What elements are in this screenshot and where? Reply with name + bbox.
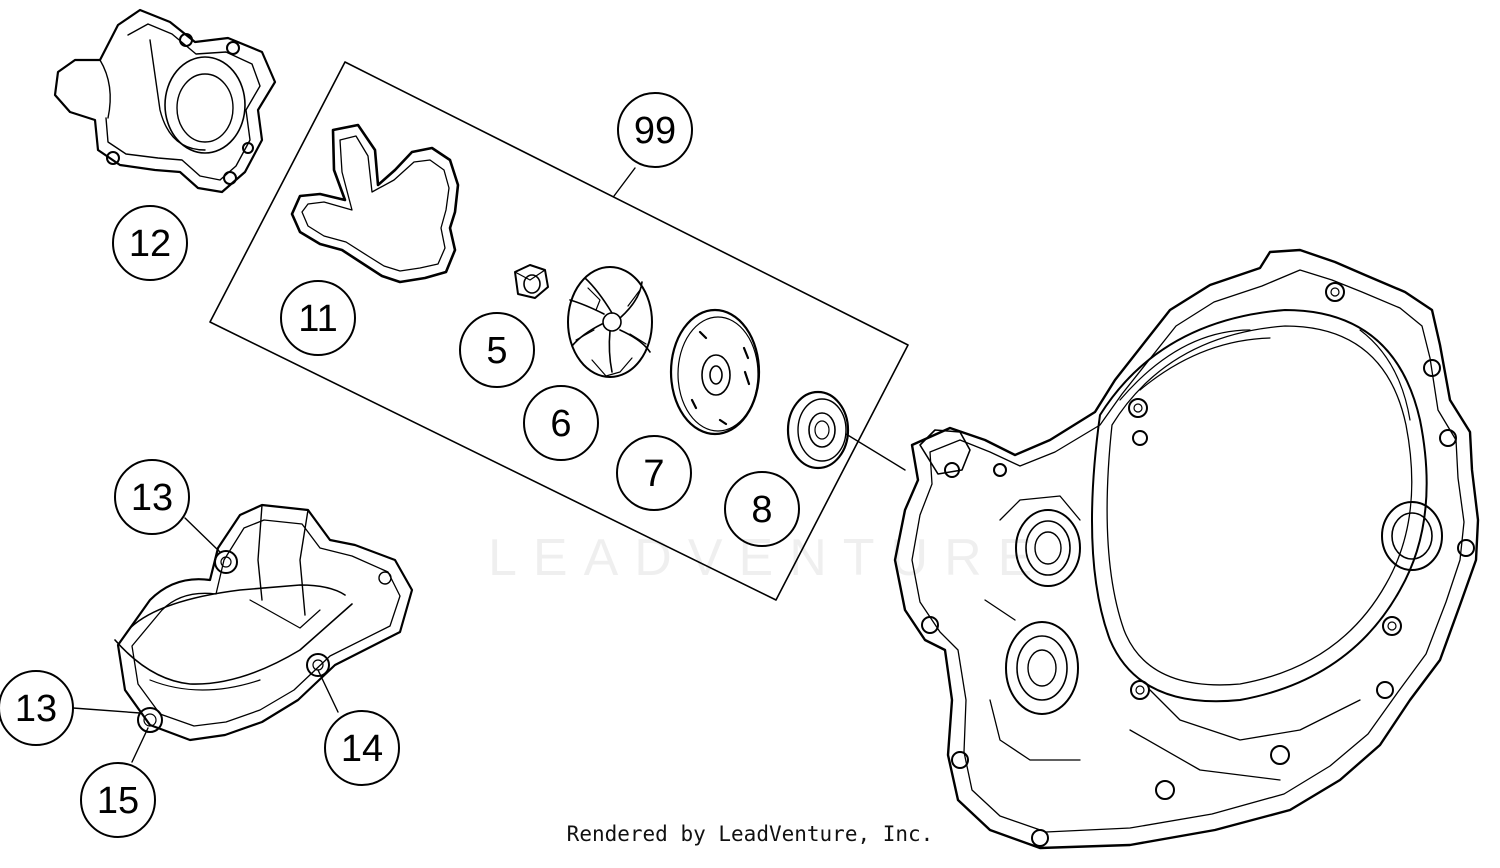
part-12-pump-cover-upper[interactable] <box>53 8 277 194</box>
callout-13-upper[interactable]: 13 <box>114 459 190 535</box>
callout-13-lower-label: 13 <box>15 688 57 730</box>
footer-credit: Rendered by LeadVenture, Inc. <box>566 822 934 846</box>
part-8-shaft-seal[interactable] <box>786 390 850 470</box>
callout-13-upper-label: 13 <box>131 477 173 519</box>
callout-99[interactable]: 99 <box>617 92 693 168</box>
callout-5[interactable]: 5 <box>459 312 535 388</box>
callout-99-label: 99 <box>634 110 676 152</box>
callout-8-label: 8 <box>751 489 772 531</box>
callout-5-label: 5 <box>486 330 507 372</box>
callout-15[interactable]: 15 <box>80 762 156 838</box>
callout-8[interactable]: 8 <box>724 471 800 547</box>
callout-6-label: 6 <box>550 403 571 445</box>
watermark-text: LEADVENTURE <box>488 529 1049 587</box>
callout-11-label: 11 <box>298 298 337 340</box>
callout-15-label: 15 <box>97 780 139 822</box>
clutch-cover-housing[interactable] <box>893 248 1480 850</box>
callout-6[interactable]: 6 <box>523 385 599 461</box>
callout-14[interactable]: 14 <box>324 710 400 786</box>
kit-outline-box <box>209 61 909 601</box>
callout-12-label: 12 <box>129 223 171 265</box>
callout-13-lower[interactable]: 13 <box>0 670 74 746</box>
callout-14-label: 14 <box>341 728 383 770</box>
callout-11[interactable]: 11 <box>280 280 356 356</box>
part-11-gasket[interactable] <box>290 123 460 284</box>
part-6-impeller[interactable] <box>567 266 653 378</box>
part-13-14-15-pump-cover[interactable] <box>114 503 414 742</box>
part-7-seal-disc[interactable] <box>669 308 761 436</box>
leader-lines <box>72 167 906 763</box>
part-5-nut[interactable] <box>514 264 549 299</box>
callout-7-label: 7 <box>643 453 664 495</box>
callout-7[interactable]: 7 <box>616 435 692 511</box>
callout-12[interactable]: 12 <box>112 205 188 281</box>
